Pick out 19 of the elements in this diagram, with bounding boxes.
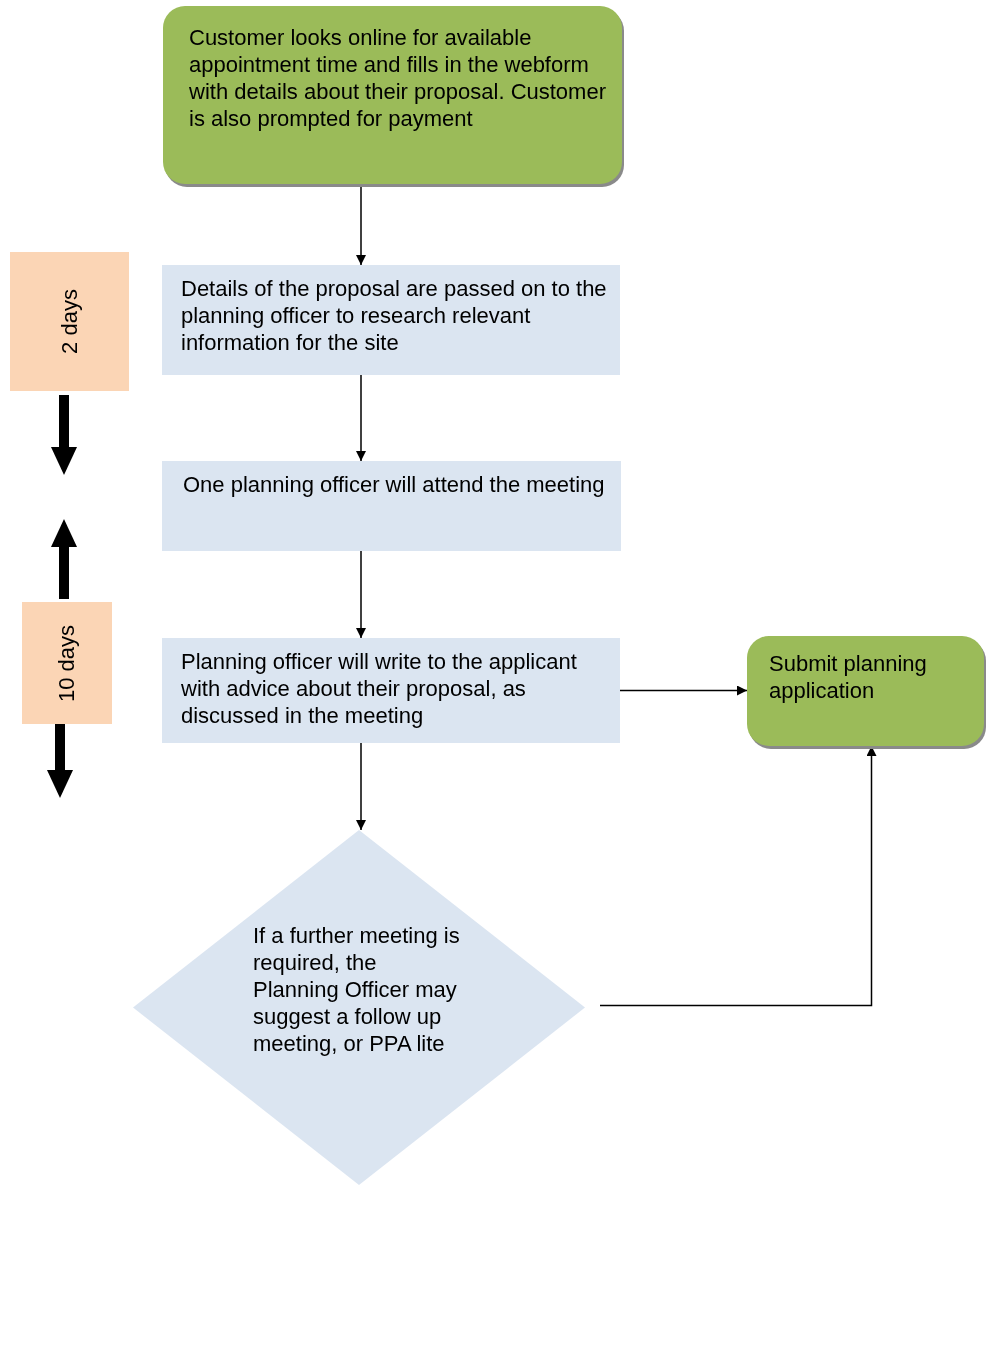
node-text: Details of the proposal are passed on to the planning officer to research relevant information for the site [181, 275, 608, 356]
arrow [619, 685, 748, 696]
duration-box [10, 252, 129, 391]
process-box [747, 636, 984, 746]
node-text: Submit planning application [769, 650, 928, 704]
arrow [356, 550, 366, 639]
node-text: Planning officer will write to the applicant with advice about their proposal, as discussed in the meeting [181, 648, 578, 729]
duration-label: 10 days [53, 624, 81, 702]
node-text: Customer looks online for available appointment time and fills in the webform with details about their proposal. Customer is also prompted for payment [189, 24, 607, 132]
process-box [162, 638, 620, 743]
process-box [162, 461, 621, 551]
arrow [356, 374, 366, 462]
process-box [162, 265, 620, 375]
node-text: If a further meeting is required, the Planning Officer may suggest a follow up meeting, or PPA lite [253, 922, 461, 1057]
process-box [163, 6, 622, 184]
node-text: One planning officer will attend the meeting [183, 471, 606, 498]
arrow [356, 742, 366, 831]
duration-box [22, 602, 112, 724]
duration-label: 2 days [56, 289, 83, 354]
